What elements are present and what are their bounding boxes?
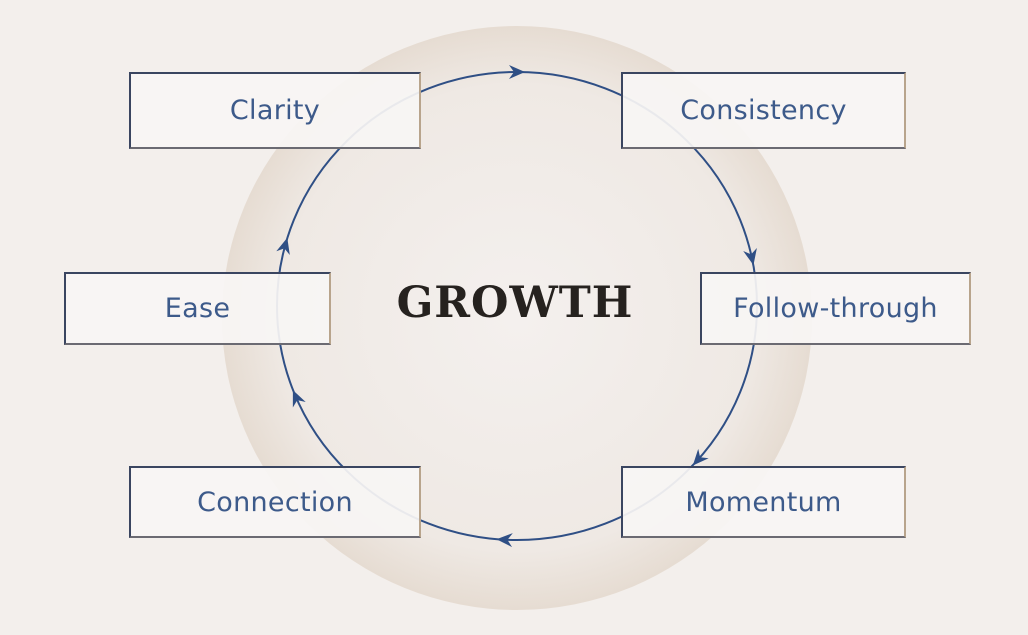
stage-momentum: Momentum: [621, 466, 906, 538]
arrowhead-icon: [276, 237, 290, 256]
arrowhead-icon: [509, 65, 525, 79]
stage-label: Momentum: [685, 486, 842, 518]
center-title: GROWTH: [396, 278, 634, 328]
stage-connection: Connection: [129, 466, 421, 538]
stage-ease: Ease: [64, 272, 331, 345]
arrowhead-icon: [692, 448, 709, 466]
stage-label: Clarity: [229, 95, 321, 126]
stage-label: Connection: [197, 486, 353, 518]
stage-label: Consistency: [680, 95, 847, 126]
stage-label: Follow-through: [733, 293, 938, 324]
arrowhead-icon: [496, 533, 513, 548]
stage-follow-through: Follow-through: [700, 272, 971, 345]
stage-consistency: Consistency: [621, 72, 906, 149]
stage-label: Ease: [164, 293, 231, 324]
background-disc: [222, 26, 812, 610]
arrowhead-icon: [292, 390, 306, 408]
stage-clarity: Clarity: [129, 72, 421, 149]
arrowhead-icon: [743, 248, 757, 266]
